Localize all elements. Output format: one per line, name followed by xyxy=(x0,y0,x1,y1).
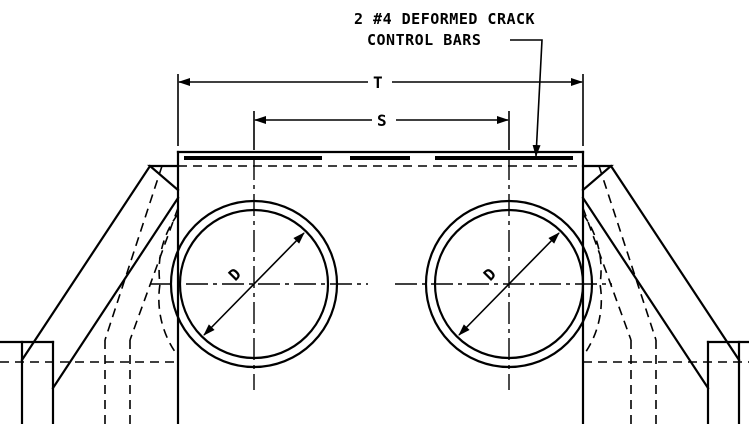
crack-bar-note-line1: 2 #4 DEFORMED CRACK xyxy=(354,10,535,28)
dimension-t: T xyxy=(177,73,584,146)
headwall-outline xyxy=(176,150,585,424)
dimension-s-label: S xyxy=(377,111,387,130)
right-pipe-diameter-label: D xyxy=(480,264,500,284)
left-pipe: D xyxy=(150,158,368,390)
right-pipe: D xyxy=(395,158,612,390)
crack-bar-leader xyxy=(510,39,543,157)
left-wingwall xyxy=(0,164,180,424)
left-pipe-diameter-label: D xyxy=(225,264,245,284)
crack-bar-note-line2: CONTROL BARS xyxy=(367,31,481,49)
dimension-t-label: T xyxy=(373,73,383,92)
dimension-s: S xyxy=(253,111,510,150)
right-wingwall xyxy=(581,164,749,424)
